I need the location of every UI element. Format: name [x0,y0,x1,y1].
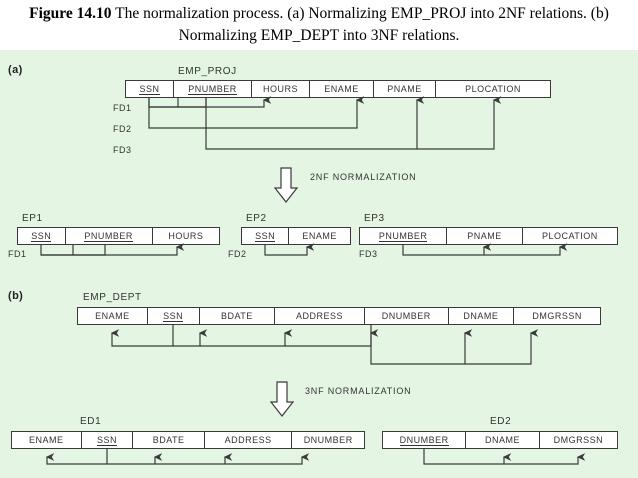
fd2-arrow-ep2 [264,243,315,256]
fd2-arrow-emp-proj [148,96,365,129]
column-emp-dept-2: BDATE [199,308,276,324]
relation-name-ed2: ED2 [490,416,512,427]
relation-name-ep3: EP3 [364,213,385,224]
column-ep3-1: PNAME [447,228,523,244]
column-ed2-1: DNAME [466,432,540,448]
diagram-panel: (a) (b) EMP_PROJ SSN PNUMBER HOURS ENAME… [0,50,638,478]
column-emp-proj-3: ENAME [310,81,374,97]
column-ed2-2: DMGRSSN [539,432,617,448]
relation-name-ep2: EP2 [246,213,267,224]
column-emp-proj-5: PLOCATION [436,81,550,97]
column-ep1-1: PNUMBER [65,228,153,244]
column-ep2-1: ENAME [289,228,350,244]
fd-label-ep2: FD2 [228,249,247,259]
fd1-arrow-emp-proj [149,96,272,108]
section-label-b: (b) [8,290,24,302]
section-label-a: (a) [8,64,23,76]
fd-arrow-emp-dept-bdate [173,329,208,347]
fd-label-ep3: FD3 [359,249,378,259]
relation-name-emp-proj: EMP_PROJ [178,66,237,77]
column-ed1-3: ADDRESS [204,432,293,448]
column-emp-proj-1: PNUMBER [174,81,252,97]
relation-ed1: ENAME SSN BDATE ADDRESS DNUMBER [11,431,365,449]
normalization-arrow-2nf [273,167,299,203]
fd-arrow-ed2-dname [423,449,512,465]
fd1-bracket-emp-proj [148,98,207,108]
fd-label-emp-proj-1: FD1 [113,103,132,113]
relation-name-ep1: EP1 [22,213,43,224]
fd-label-ep1: FD1 [8,249,27,259]
fd3-arrow-pname-emp-proj [205,96,425,150]
fd3-arrow-plocation-emp-proj [417,96,502,150]
column-emp-dept-1: SSN [147,308,200,324]
column-emp-dept-5: DNAME [448,308,515,324]
fd-label-emp-proj-3: FD3 [113,145,132,155]
column-ed1-4: DNUMBER [292,432,364,448]
column-emp-proj-4: PNAME [374,81,436,97]
column-emp-proj-2: HOURS [252,81,310,97]
relation-ep1: SSN PNUMBER HOURS [17,227,220,245]
fd-arrow-ed2-dmgrssn [504,453,586,465]
column-ep1-2: HOURS [152,228,219,244]
column-emp-dept-4: DNUMBER [364,308,449,324]
fd3-arrow-pname-ep3 [402,243,492,256]
normalization-label-2nf: 2NF NORMALIZATION [310,172,417,182]
fd-arrow-ed1-address [155,453,233,465]
figure-number: Figure 14.10 [29,5,112,22]
dependency-wires [40,96,586,465]
fd1-bracket-ep1 [40,245,106,256]
column-ed1-2: BDATE [133,432,205,448]
relation-ep2: SSN ENAME [241,227,351,245]
normalization-arrow-3nf [269,381,295,417]
relation-emp-proj: SSN PNUMBER HOURS ENAME PNAME PLOCATION [125,80,551,98]
column-ep3-2: PLOCATION [522,228,618,244]
relation-ed2: DNUMBER DNAME DMGRSSN [382,431,618,449]
column-emp-proj-0: SSN [126,81,174,97]
column-emp-dept-6: DMGRSSN [514,308,600,324]
fd-arrow-ed1-dnumber [225,453,310,465]
relation-name-emp-dept: EMP_DEPT [83,292,142,303]
column-ep2-0: SSN [242,228,290,244]
column-ed1-0: ENAME [12,432,82,448]
fd-arrow-emp-dept-dnumber [285,329,379,347]
fd3-arrow-plocation-ep3 [484,243,568,256]
fd-label-emp-proj-2: FD2 [113,124,132,134]
fd-arrow-emp-dept-dmgrssn [465,329,539,365]
relation-ep3: PNUMBER PNAME PLOCATION [359,227,618,245]
column-emp-dept-0: ENAME [78,308,148,324]
column-ep1-0: SSN [18,228,66,244]
fd1-arrow-ep1 [41,243,185,256]
figure-caption-text: The normalization process. (a) Normalizi… [115,5,609,44]
normalization-label-3nf: 3NF NORMALIZATION [305,386,412,396]
relation-name-ed1: ED1 [80,416,102,427]
column-ep3-0: PNUMBER [360,228,448,244]
fd-arrow-emp-dept-ename [110,325,174,347]
column-ed2-0: DNUMBER [383,432,467,448]
fd-arrow-emp-dept-address [200,329,293,347]
fd-arrow-ed1-ename [45,449,108,465]
figure-caption: Figure 14.10 The normalization process. … [0,0,638,50]
relation-emp-dept: ENAME SSN BDATE ADDRESS DNUMBER DNAME DM… [77,307,601,325]
column-emp-dept-3: ADDRESS [275,308,365,324]
column-ed1-1: SSN [81,432,134,448]
fd-arrow-emp-dept-dname [370,325,473,365]
fd-arrow-ed1-bdate [107,453,163,465]
